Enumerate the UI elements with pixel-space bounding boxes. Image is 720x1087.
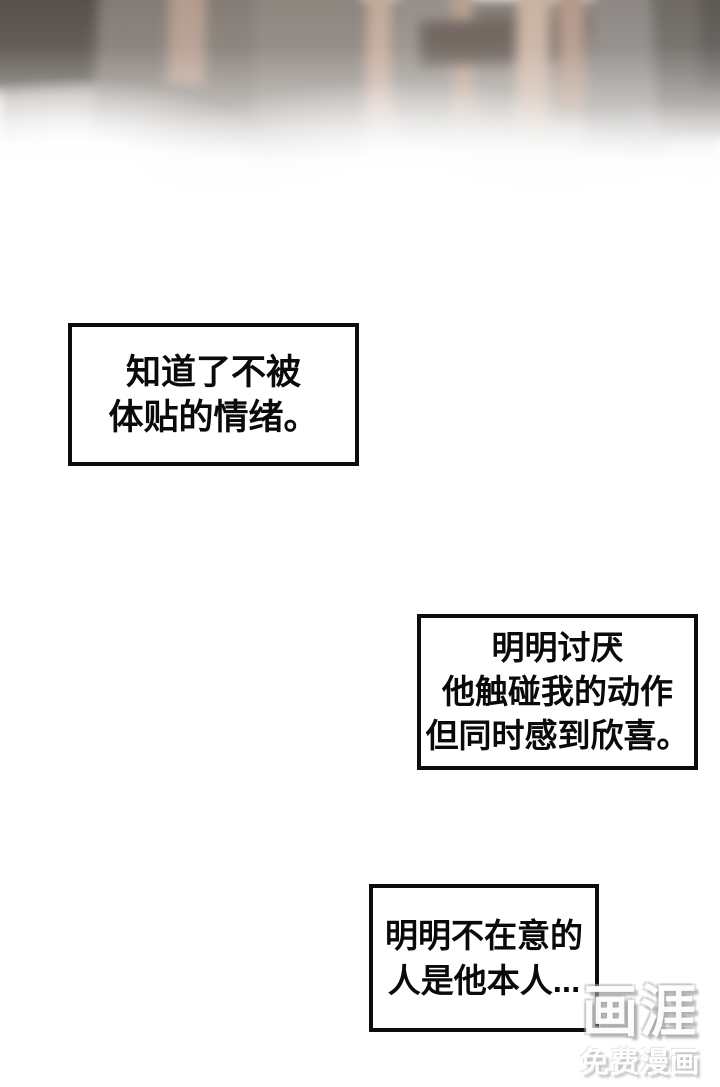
caption-line: 知道了不被 (125, 352, 301, 392)
caption-line: 他触碰我的动作 (442, 673, 673, 710)
caption-line: 人是他本人... (387, 962, 581, 999)
caption-box-2: 明明讨厌 他触碰我的动作 但同时感到欣喜。 (417, 614, 698, 770)
caption-box-3: 明明不在意的 人是他本人... (369, 884, 599, 1032)
caption-line: 明明讨厌 (491, 629, 624, 666)
forest-scene-image (0, 0, 720, 210)
huaya-tagline: 免费漫画 (579, 1047, 700, 1079)
caption-line: 明明不在意的 (385, 917, 583, 954)
caption-line: 但同时感到欣喜。 (425, 717, 690, 754)
caption-box-1: 知道了不被 体贴的情绪。 (68, 323, 359, 466)
white-mist-fade (0, 0, 720, 210)
caption-line: 体贴的情绪。 (108, 397, 319, 437)
